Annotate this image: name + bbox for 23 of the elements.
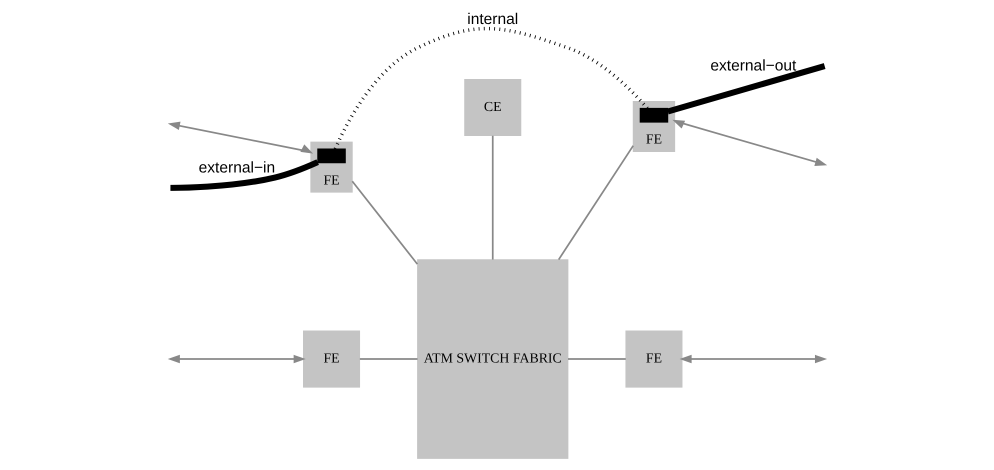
node-box: FE xyxy=(302,330,360,388)
connector xyxy=(351,180,418,265)
connector xyxy=(557,145,634,260)
arrow xyxy=(167,122,313,154)
connector xyxy=(170,159,318,191)
node-box: ATM SWITCH FABRIC xyxy=(416,259,568,459)
edge-label: external−out xyxy=(710,58,796,75)
connector xyxy=(567,358,626,360)
connector xyxy=(491,136,494,260)
node-box: CE xyxy=(464,78,521,136)
edge-label: internal xyxy=(466,11,518,28)
connector xyxy=(333,26,648,150)
arrow xyxy=(672,120,827,166)
cluster: FE xyxy=(632,101,675,152)
arrow xyxy=(679,354,827,364)
cluster: FE xyxy=(310,142,352,193)
arrow xyxy=(167,354,306,364)
connector xyxy=(666,63,825,114)
connector xyxy=(359,358,418,360)
node-box: FE xyxy=(624,330,682,388)
node-box xyxy=(316,148,346,164)
node-box xyxy=(639,108,668,123)
edge-label: external−in xyxy=(198,160,275,177)
